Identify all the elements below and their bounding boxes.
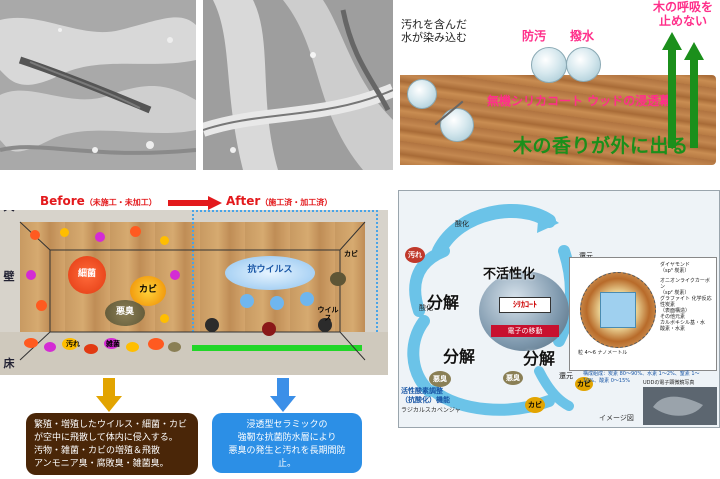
- germ-dot: [60, 228, 69, 237]
- legend-4: その他元素 カルボキシル基・水 酸素・水素: [660, 314, 706, 332]
- dirt-dot: [84, 344, 98, 354]
- dirt-label: 汚れ: [66, 340, 80, 348]
- decompose-label-1: 分解: [427, 293, 460, 312]
- dirt-tag: 汚れ: [408, 251, 422, 259]
- dirt-dot: [62, 338, 78, 350]
- odor-tag-2: 悪臭: [506, 374, 520, 382]
- dirt-dot: [148, 338, 164, 350]
- germ-dot: [130, 226, 141, 237]
- odor-tag: 悪臭: [433, 375, 447, 383]
- virus-label: ウイルス: [317, 306, 339, 322]
- mold-label: カビ: [138, 285, 157, 295]
- mold-small-label: カビ: [344, 250, 358, 258]
- after-floor-coating: [192, 345, 362, 351]
- image-note: イメージ図: [599, 414, 634, 422]
- after-callout: 浸透型セラミックの 強靭な抗菌防水層により 悪臭の発生と汚れを長期間防止。: [212, 413, 362, 473]
- odor-dot: [330, 272, 346, 286]
- ceiling-label: 天: [0, 210, 18, 214]
- germ-dot: [160, 314, 169, 323]
- before-to-after-arrow: [168, 196, 222, 210]
- wall-label: 壁: [3, 270, 15, 283]
- reduction-label: 還元: [579, 252, 593, 260]
- mechanism-diagram: ｼﾘｶｺｰﾄ 電子の移動 不活性化 分解 分解 分解 酸化 還元 酸化 還元 汚…: [398, 190, 720, 428]
- germ-dot: [26, 270, 36, 280]
- virus-dot: [262, 322, 276, 336]
- germ-small-label: 雑菌: [106, 340, 120, 348]
- green-up-arrows: [662, 32, 704, 148]
- coating-label: 無機シリカコート ウッドの浸透幕: [487, 94, 672, 108]
- antifouling-label: 防汚: [522, 29, 547, 43]
- before-title: Before（未施工・未加工）: [40, 194, 157, 208]
- water-penetrate-text: 汚れを含んだ 水が染み込む: [401, 18, 467, 44]
- composition-text: 構成組成：炭素 80〜90%、水素 1〜2%、窒素 1〜10%、酸素 0〜15%: [583, 371, 700, 384]
- electron-move-label: 電子の移動: [491, 325, 559, 337]
- nanoparticle-zoom-panel: ダイヤモンド （sp³ 炭素） オニオンライクカーボン （sp² 炭素） グラフ…: [569, 257, 717, 371]
- core-label: ｼﾘｶｺｰﾄ: [499, 297, 551, 313]
- antivirus-shield: [225, 256, 315, 290]
- bubble-water-repellent: [566, 47, 601, 82]
- mold-tag: カビ: [528, 401, 542, 409]
- coated-particle: [270, 296, 284, 310]
- blue-down-arrow: [270, 378, 296, 412]
- germ-dot: [160, 236, 169, 245]
- coated-particle: [300, 292, 314, 306]
- before-after-scene: 天 細菌 カビ 悪臭 汚れ 雑菌 抗ウイルス ウイルス カビ: [0, 210, 388, 375]
- inner-caption: 粒 4〜6 ナノメートル: [578, 350, 628, 356]
- bacteria-blob: [68, 256, 106, 294]
- mold-blob: [525, 397, 545, 413]
- uddd-micrograph: [643, 387, 717, 425]
- dirt-blob: [405, 247, 425, 263]
- breathing-label: 木の呼吸を 止めない: [652, 0, 713, 28]
- micrograph-untreated: [0, 0, 196, 170]
- virus-dot: [318, 318, 332, 332]
- diamond-core: [600, 292, 636, 328]
- germ-dot: [30, 230, 40, 240]
- germ-dot: [95, 232, 105, 242]
- dirt-dot: [168, 342, 181, 352]
- inactivate-label: 不活性化: [483, 267, 536, 282]
- micro-caption: UDDの電子顕微鏡写真: [643, 380, 695, 386]
- swirl-arrows: [407, 204, 577, 416]
- odor-blob: [105, 300, 145, 326]
- germ-dot: [36, 300, 47, 311]
- germ-dot: [170, 270, 180, 280]
- before-callout: 繁殖・増殖したウイルス・細菌・カビ が空中に飛散して体内に侵入する。 汚物・雑菌…: [26, 413, 198, 475]
- water-repellent-label: 撥水: [570, 29, 595, 43]
- antivirus-label: 抗ウイルス: [247, 265, 293, 275]
- reduction-label-2: 還元: [559, 372, 573, 380]
- dirt-dot: [44, 342, 56, 352]
- virus-dot: [205, 318, 219, 332]
- legend-1: ダイヤモンド （sp³ 炭素）: [660, 262, 690, 274]
- mold-tag-2: カビ: [577, 380, 591, 388]
- room-lines: [19, 221, 366, 361]
- yellow-down-arrow: [96, 378, 122, 412]
- odor-label: 悪臭: [115, 307, 134, 317]
- bacteria-label: 細菌: [77, 269, 96, 279]
- bubble-antifouling: [531, 47, 567, 83]
- oxidation-label: 酸化: [455, 220, 469, 228]
- oxidation-label-2: 酸化: [419, 304, 433, 312]
- mold-blob: [130, 276, 166, 306]
- bubble-water-2: [440, 108, 474, 142]
- bubble-water-1: [407, 79, 437, 109]
- dirt-dot: [104, 338, 119, 349]
- floor-label: 床: [3, 357, 15, 370]
- decompose-label-3: 分解: [523, 349, 556, 368]
- after-title: After（施工済・加工済）: [226, 194, 333, 208]
- odor-blob-2: [503, 371, 523, 385]
- mold-blob-2: [575, 377, 593, 391]
- decompose-label-2: 分解: [443, 347, 476, 366]
- scent-label: 木の香りが外に出る: [513, 135, 689, 157]
- coated-particle: [240, 294, 254, 308]
- active-oxygen-sub: ラジカルスカベンジャ: [401, 407, 461, 414]
- micrograph-treated: [203, 0, 393, 170]
- odor-blob: [429, 371, 451, 387]
- legend-2: オニオンライクカーボン （sp² 炭素）: [660, 278, 710, 296]
- legend-3: グラファイト 化学反応性炭素 （表面構造）: [660, 296, 712, 314]
- dirt-dot: [24, 338, 38, 348]
- dirt-dot: [126, 342, 139, 352]
- active-oxygen-title: 活性酸素調整 （抗酸化）機能: [401, 387, 450, 404]
